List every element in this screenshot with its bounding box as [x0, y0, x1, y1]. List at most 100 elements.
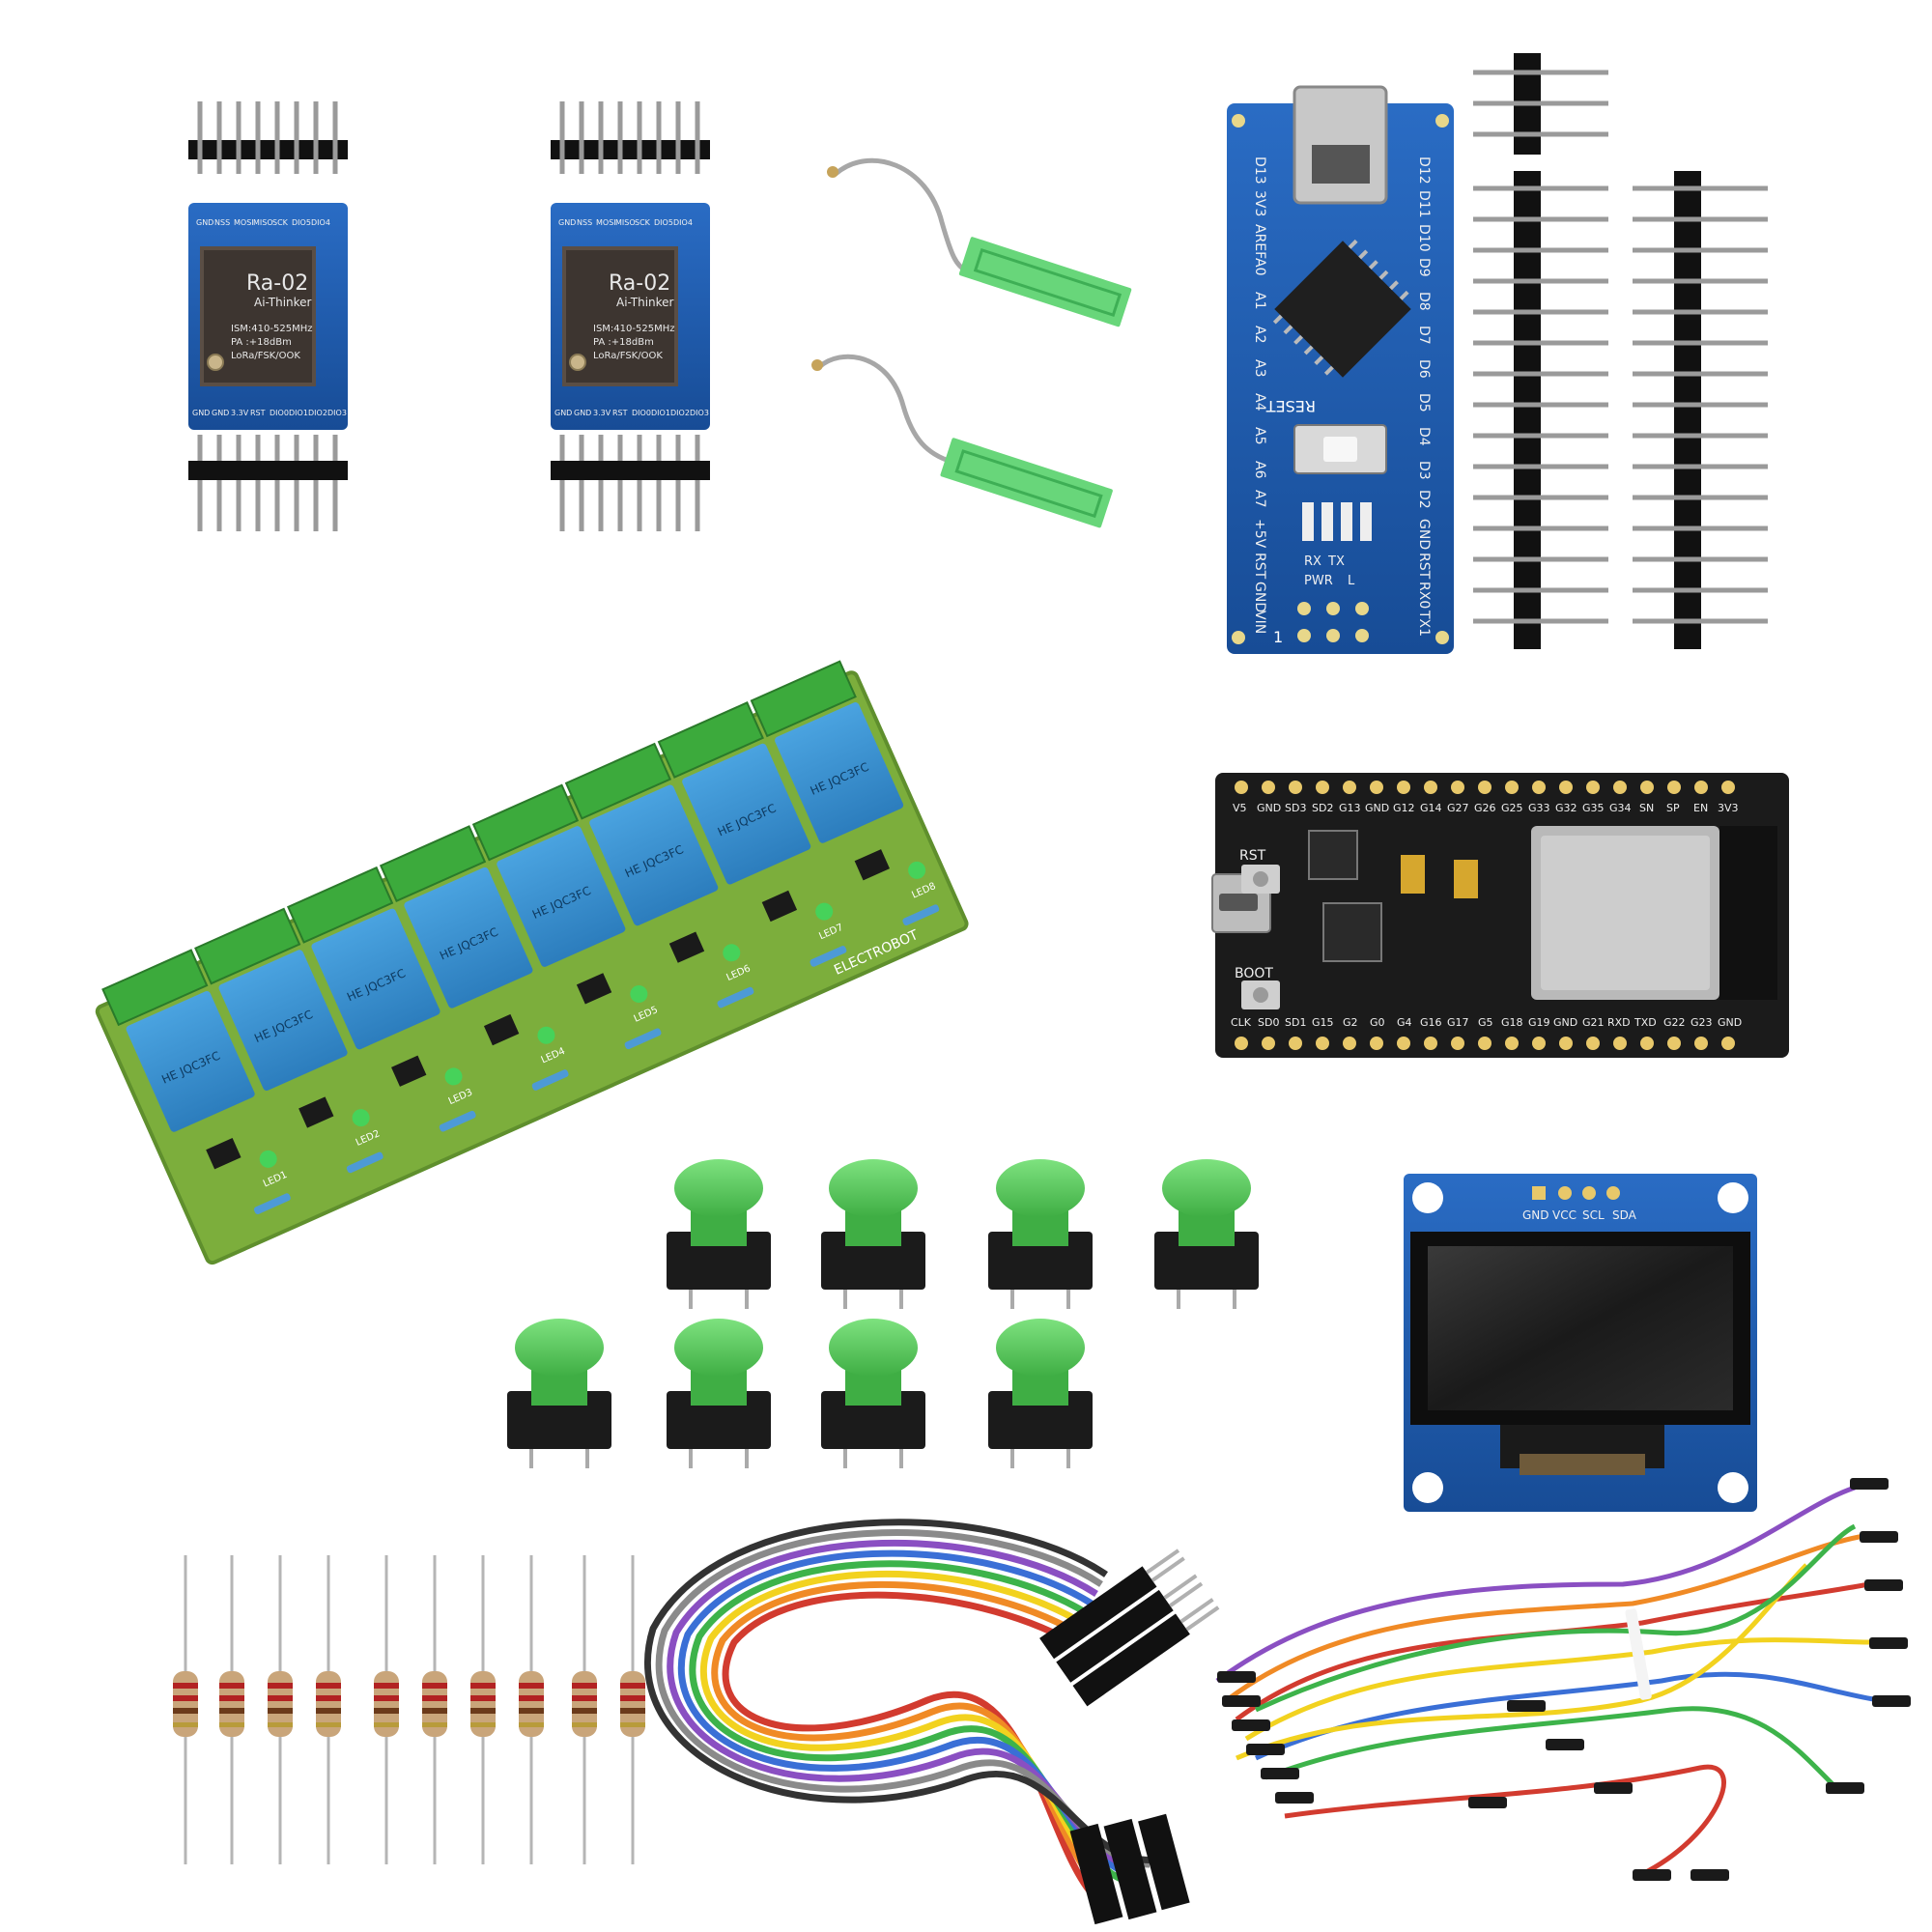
nano-left-pin-labels: D13 3V3 AREF A0 A1 A2 A3 A4 A5 A6 A7 +5V… [1252, 156, 1267, 634]
breadboard-jumper-wires [1215, 1485, 1880, 1877]
jumper-wire-tips [1217, 1478, 1911, 1881]
esp32-pin-label: TXD [1634, 1016, 1657, 1029]
esp32-pin-label: GND [1365, 802, 1389, 814]
esp32-pin-label: 3V3 [1718, 802, 1739, 814]
antenna-connector [569, 354, 586, 371]
resistor [519, 1555, 544, 1864]
lora-spec-1: ISM:410-525MHz [593, 324, 674, 334]
nano-pin-label: A5 [1252, 427, 1267, 444]
push-button [1154, 1159, 1259, 1309]
esp32-pin-label: G22 [1663, 1016, 1686, 1029]
antenna-connector [207, 354, 224, 371]
resistor [620, 1555, 645, 1864]
esp32-board: V5 GND SD3 SD2 G13 GND G12 G14 G27 G26 G… [1211, 773, 1789, 1058]
esp32-pin-label: SP [1666, 802, 1680, 814]
nano-pin-label: D3 [1416, 461, 1432, 480]
lora-pin-label: GND [558, 218, 576, 227]
esp32-pin-label: GND [1257, 802, 1281, 814]
lora-spec-2: PA :+18dBm [593, 337, 654, 348]
lora-brand: Ai-Thinker [254, 296, 312, 309]
pcb [1227, 103, 1454, 654]
lora-pin-label: MISO [615, 218, 636, 227]
lora-pin-label: NSS [577, 218, 592, 227]
resistor [268, 1555, 293, 1864]
pin-one-marker: 1 [1273, 628, 1283, 646]
lora-pin-label: DIO2 [308, 409, 327, 417]
esp32-pin-label: G27 [1447, 802, 1469, 814]
nano-pin-label: D13 [1252, 156, 1267, 185]
pin-header-long-1 [1473, 171, 1608, 649]
nano-led-label: TX [1327, 554, 1345, 569]
nano-pin-label: A4 [1252, 393, 1267, 412]
nano-pin-label: D11 [1416, 190, 1432, 218]
lora-pin-label: GND [574, 409, 591, 417]
push-button [667, 1159, 771, 1309]
nano-pin-label: +5V [1252, 519, 1267, 549]
resistors [173, 1555, 645, 1864]
lora-module-2: Ra-02 Ai-Thinker ISM:410-525MHz PA :+18d… [551, 101, 710, 531]
mcu-chip [1272, 239, 1411, 378]
lora-pin-label: DIO0 [270, 409, 289, 417]
esp32-top-pin-labels: V5 GND SD3 SD2 G13 GND G12 G14 G27 G26 G… [1233, 802, 1739, 814]
lora-pin-label: DIO4 [311, 218, 330, 227]
resistor [173, 1555, 198, 1864]
esp32-pin-label: V5 [1233, 802, 1247, 814]
boot-label: BOOT [1235, 966, 1273, 981]
nano-led-label: PWR [1304, 574, 1333, 588]
lora-pin-label: GND [196, 218, 213, 227]
esp32-pin-label: G17 [1447, 1016, 1469, 1029]
esp32-pin-label: GND [1553, 1016, 1577, 1029]
lora-pin-label: SCK [272, 218, 289, 227]
oled-pin-label: SCL [1582, 1208, 1605, 1222]
relay-board: HE JQC3FC HE JQC3FC HE JQC3FC HE JQC3FC … [95, 660, 969, 1265]
oled-pin-label: GND [1522, 1208, 1549, 1222]
nano-pin-label: RST [1252, 553, 1267, 580]
pin-header-top [188, 101, 348, 174]
nano-pin-label: D5 [1416, 393, 1432, 412]
nano-pin-label: A1 [1252, 292, 1267, 309]
jumper-plugs-female [1069, 1813, 1190, 1925]
lora-title: Ra-02 [609, 271, 670, 296]
esp32-pin-label: EN [1693, 802, 1708, 814]
rst-label: RST [1239, 848, 1266, 864]
esp32-pin-label: G32 [1555, 802, 1577, 814]
esp32-pin-label: G18 [1501, 1016, 1523, 1029]
resistor [422, 1555, 447, 1864]
nano-led-label: L [1348, 574, 1355, 588]
lora-pin-label: GND [192, 409, 210, 417]
lora-pin-label: DIO3 [327, 409, 347, 417]
lora-pin-label: MISO [253, 218, 273, 227]
cable-tie [1625, 1608, 1652, 1700]
push-button [507, 1319, 611, 1468]
esp32-pin-label: G34 [1609, 802, 1632, 814]
esp32-pin-label: SN [1639, 802, 1654, 814]
tactile-buttons [507, 1159, 1259, 1468]
esp32-pin-label: SD3 [1285, 802, 1306, 814]
esp32-pin-label: G15 [1312, 1016, 1334, 1029]
lora-pin-label: 3.3V [231, 409, 249, 417]
usb-uart-chip [1322, 902, 1382, 962]
lora-pin-label: DIO3 [690, 409, 709, 417]
lora-pin-label: DIO1 [289, 409, 308, 417]
nano-led-label: RX [1304, 554, 1321, 569]
nano-pin-label: D2 [1416, 490, 1432, 509]
nano-pin-label: A7 [1252, 490, 1267, 507]
lora-pin-label: MOSI [234, 218, 254, 227]
nano-pin-label: RX0 [1416, 582, 1432, 609]
esp32-pin-label: G2 [1343, 1016, 1358, 1029]
nano-pin-label: 3V3 [1252, 190, 1267, 216]
lora-pin-label: DIO4 [673, 218, 693, 227]
pin-header-short [1473, 53, 1608, 155]
nano-pin-label: A6 [1252, 461, 1267, 479]
lora-pin-label: DIO5 [654, 218, 673, 227]
esp32-pin-label: G0 [1370, 1016, 1385, 1029]
nano-pin-label: GND [1252, 582, 1267, 612]
esp32-pin-holes-bottom [1235, 1037, 1735, 1050]
lora-pin-label: GND [212, 409, 229, 417]
oled-pin-label: VCC [1552, 1208, 1577, 1222]
esp32-pin-holes-top [1235, 781, 1735, 794]
oled-screen [1428, 1246, 1733, 1410]
esp32-pin-label: G25 [1501, 802, 1523, 814]
resistors-smd [253, 904, 940, 1214]
